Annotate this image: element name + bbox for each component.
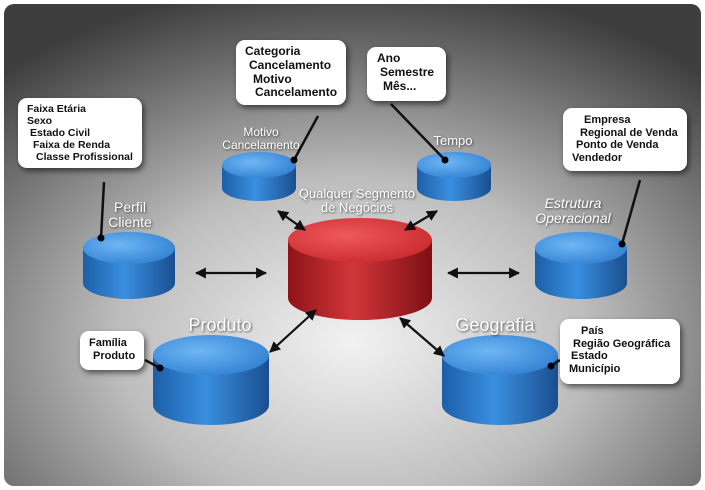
label-center-line1: Qualquer Segmento bbox=[298, 186, 416, 201]
label-center-line2: de Negócios bbox=[320, 199, 394, 215]
cylinder-perfil bbox=[83, 232, 175, 299]
note-produto-item: Família bbox=[89, 337, 127, 349]
note-perfil-item: Faixa Etária bbox=[27, 103, 86, 115]
label-geografia: Geografia bbox=[440, 316, 550, 335]
cylinder-produto bbox=[153, 335, 269, 425]
note-motivo-item: Cancelamento bbox=[249, 57, 332, 72]
label-estrutura-line2: Operacional bbox=[535, 209, 611, 226]
note-estrutura-item: Regional de Venda bbox=[580, 126, 678, 139]
label-perfil: Perfil Cliente bbox=[95, 200, 165, 229]
label-motivo-line2: Cancelamento bbox=[222, 137, 300, 152]
cylinder-center bbox=[288, 218, 432, 320]
note-perfil-item: Estado Civil bbox=[30, 127, 91, 140]
connector-tempo bbox=[390, 103, 446, 161]
connector-motivo bbox=[292, 115, 320, 161]
note-geografia-item: Município bbox=[569, 362, 621, 375]
connector-dot-estrutura bbox=[618, 240, 626, 248]
connector-estrutura bbox=[620, 179, 642, 245]
label-tempo: Tempo bbox=[418, 134, 488, 148]
arrow-produto bbox=[269, 309, 317, 353]
note-tempo-item: Semestre bbox=[380, 64, 435, 79]
note-geografia: País Região Geográfica Estado Município bbox=[560, 319, 681, 384]
note-estrutura: Empresa Regional de Venda Ponto de Venda… bbox=[563, 108, 687, 171]
label-motivo: Motivo Cancelamento bbox=[216, 126, 306, 151]
label-estrutura-line1: Estrutura bbox=[544, 195, 602, 211]
note-perfil-item: Classe Profissional bbox=[36, 151, 133, 164]
note-estrutura-item: Ponto de Venda bbox=[576, 139, 659, 152]
note-motivo: Categoria Cancelamento Motivo Cancelamen… bbox=[236, 40, 347, 106]
cylinder-estrutura bbox=[535, 232, 627, 299]
connector-perfil bbox=[99, 181, 106, 239]
cylinder-motivo bbox=[222, 152, 296, 201]
label-geografia-text: Geografia bbox=[455, 315, 535, 335]
note-geografia-item: Estado bbox=[571, 350, 608, 363]
connector-dot-tempo bbox=[441, 156, 449, 164]
label-perfil-line1: Perfil bbox=[114, 199, 146, 215]
label-produto-text: Produto bbox=[188, 315, 252, 335]
note-tempo: Ano Semestre Mês... bbox=[367, 47, 447, 102]
label-motivo-line1: Motivo bbox=[243, 125, 279, 139]
note-estrutura-item: Empresa bbox=[584, 114, 631, 126]
arrow-motivo bbox=[277, 210, 306, 231]
arrow-tempo bbox=[404, 210, 438, 231]
label-estrutura: Estrutura Operacional bbox=[518, 196, 628, 225]
note-tempo-item: Mês... bbox=[383, 78, 417, 93]
connector-dot-produto bbox=[156, 364, 164, 372]
label-perfil-line2: Cliente bbox=[108, 213, 152, 230]
cylinder-tempo bbox=[417, 152, 491, 201]
arrow-geografia bbox=[399, 317, 445, 357]
note-motivo-item: Cancelamento bbox=[255, 85, 338, 100]
label-center: Qualquer Segmento de Negócios bbox=[292, 187, 422, 214]
note-produto-item: Produto bbox=[93, 349, 136, 362]
note-perfil-item: Faixa de Renda bbox=[33, 139, 111, 152]
connector-dot-perfil bbox=[97, 234, 105, 242]
note-geografia-item: País bbox=[581, 325, 604, 337]
connector-dot-geografia bbox=[547, 362, 555, 370]
label-tempo-text: Tempo bbox=[433, 133, 473, 148]
note-motivo-item: Motivo bbox=[253, 71, 292, 86]
connector-dot-motivo bbox=[290, 156, 298, 164]
note-tempo-item: Ano bbox=[377, 51, 401, 65]
note-geografia-item: Região Geográfica bbox=[573, 337, 671, 350]
cylinder-geografia bbox=[442, 335, 558, 425]
note-perfil-item: Sexo bbox=[27, 115, 53, 128]
note-motivo-item: Categoria bbox=[245, 44, 301, 58]
note-estrutura-item: Vendedor bbox=[572, 151, 623, 164]
label-produto: Produto bbox=[170, 316, 270, 335]
note-produto: Família Produto bbox=[80, 331, 145, 371]
note-perfil: Faixa Etária Sexo Estado Civil Faixa de … bbox=[18, 98, 142, 169]
